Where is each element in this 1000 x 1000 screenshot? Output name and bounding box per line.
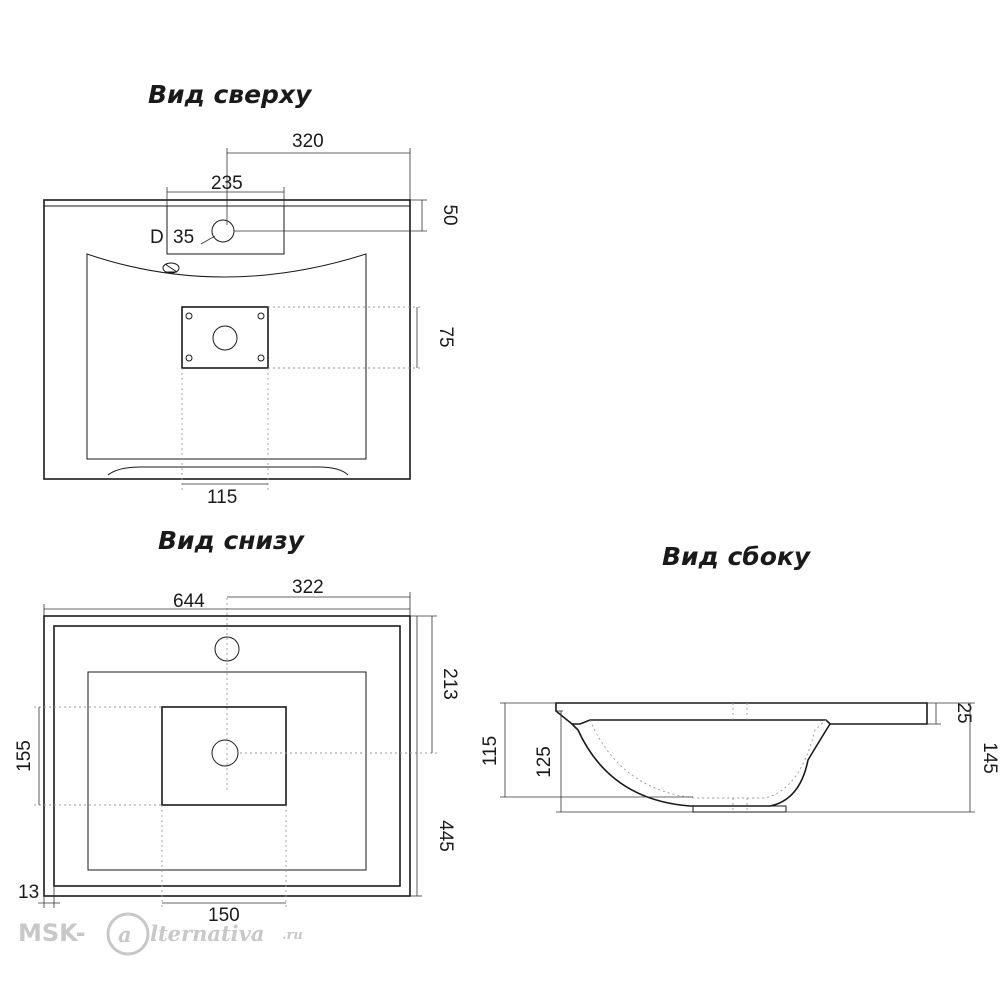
overflow-icon	[162, 262, 180, 274]
dim-145: 145	[979, 742, 1000, 774]
dim-25: 25	[953, 702, 974, 723]
dim-115-side: 115	[480, 736, 501, 766]
dim-235: 235	[211, 173, 243, 194]
side-countertop	[555, 702, 928, 725]
dim-445: 445	[435, 820, 456, 852]
top-view: Вид сверху 320 235	[43, 80, 460, 508]
at-sign-icon	[106, 912, 150, 956]
side-drain-outlet	[692, 805, 787, 813]
bottom-inner-outline	[53, 625, 401, 887]
bottom-view-title: Вид снизу	[158, 526, 306, 555]
screw-icon	[257, 312, 265, 320]
side-view: Вид сбоку 115 125 25 145	[480, 542, 1000, 813]
bottom-bowl-outline	[87, 671, 367, 871]
faucet-hole	[211, 219, 235, 243]
overflow-icon-cross-a	[164, 263, 178, 273]
watermark-logo: MSK- a lternativa .ru	[18, 912, 303, 956]
side-bowl-outer	[571, 723, 831, 807]
bottom-faucet-hole	[214, 636, 240, 662]
dim-644: 644	[173, 591, 205, 612]
dim-hole-prefix: D	[150, 227, 164, 248]
faucet-deck	[166, 206, 285, 255]
bottom-view: Вид снизу 644 322 213 445 155	[14, 526, 460, 926]
dim-hole-diameter: 35	[173, 227, 194, 248]
dim-213: 213	[439, 668, 460, 700]
top-view-title: Вид сверху	[148, 80, 313, 109]
dim-50: 50	[439, 204, 460, 225]
dim-115-top: 115	[207, 487, 237, 508]
side-bowl-inner	[589, 719, 827, 799]
watermark-prefix: MSK-	[18, 919, 86, 947]
hole-leader	[200, 235, 216, 245]
screw-icon	[257, 354, 265, 362]
side-view-title: Вид сбоку	[662, 542, 812, 571]
drain-hole	[212, 325, 238, 351]
dim-75: 75	[435, 326, 456, 347]
bottom-drain-plate	[161, 706, 287, 806]
watermark-script: lternativa	[150, 921, 264, 946]
dim-320: 320	[292, 131, 324, 152]
screw-icon	[185, 354, 193, 362]
bottom-outer-outline	[43, 615, 411, 897]
dim-155: 155	[14, 740, 35, 772]
bowl-outline	[86, 253, 367, 460]
dim-322: 322	[292, 577, 324, 598]
at-sign-glyph: a	[118, 922, 132, 947]
screw-icon	[185, 312, 193, 320]
drain-plate	[181, 306, 269, 369]
dim-150: 150	[208, 905, 240, 926]
dim-13: 13	[18, 882, 39, 903]
front-lip	[107, 466, 349, 476]
bottom-drain-hole	[211, 739, 239, 767]
top-outer-outline	[43, 199, 411, 480]
watermark-suffix: .ru	[282, 928, 303, 943]
dim-125: 125	[534, 746, 555, 778]
